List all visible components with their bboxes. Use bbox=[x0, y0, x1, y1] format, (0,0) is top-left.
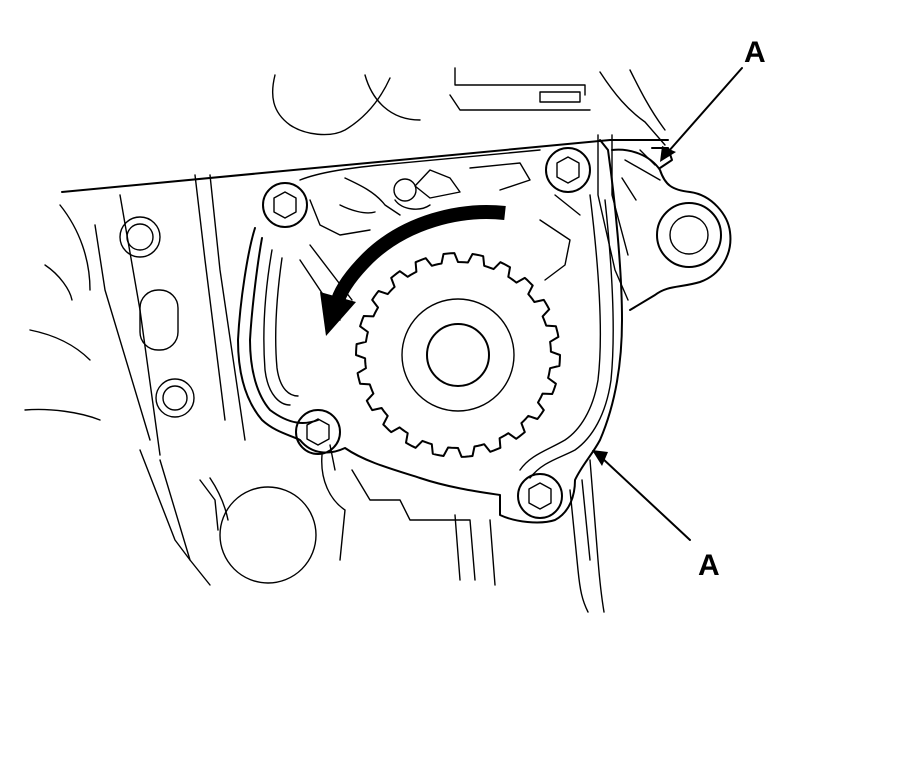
bolt-top-left bbox=[262, 182, 308, 228]
bolt-bottom-right bbox=[517, 473, 563, 519]
engine-block-upper bbox=[61, 67, 669, 193]
engine-block-lower bbox=[199, 444, 496, 586]
bolt-top-right bbox=[545, 147, 591, 193]
callout-upper: A bbox=[660, 36, 766, 162]
right-bracket bbox=[569, 134, 732, 613]
rotation-arrow-icon bbox=[320, 205, 506, 336]
callout-lower: A bbox=[592, 450, 720, 582]
callout-label-upper: A bbox=[744, 36, 766, 69]
callout-label-lower: A bbox=[698, 549, 720, 582]
pump-sprocket bbox=[355, 252, 561, 458]
bolt-bottom-left bbox=[295, 409, 341, 455]
cylinder-block-left bbox=[24, 174, 246, 586]
